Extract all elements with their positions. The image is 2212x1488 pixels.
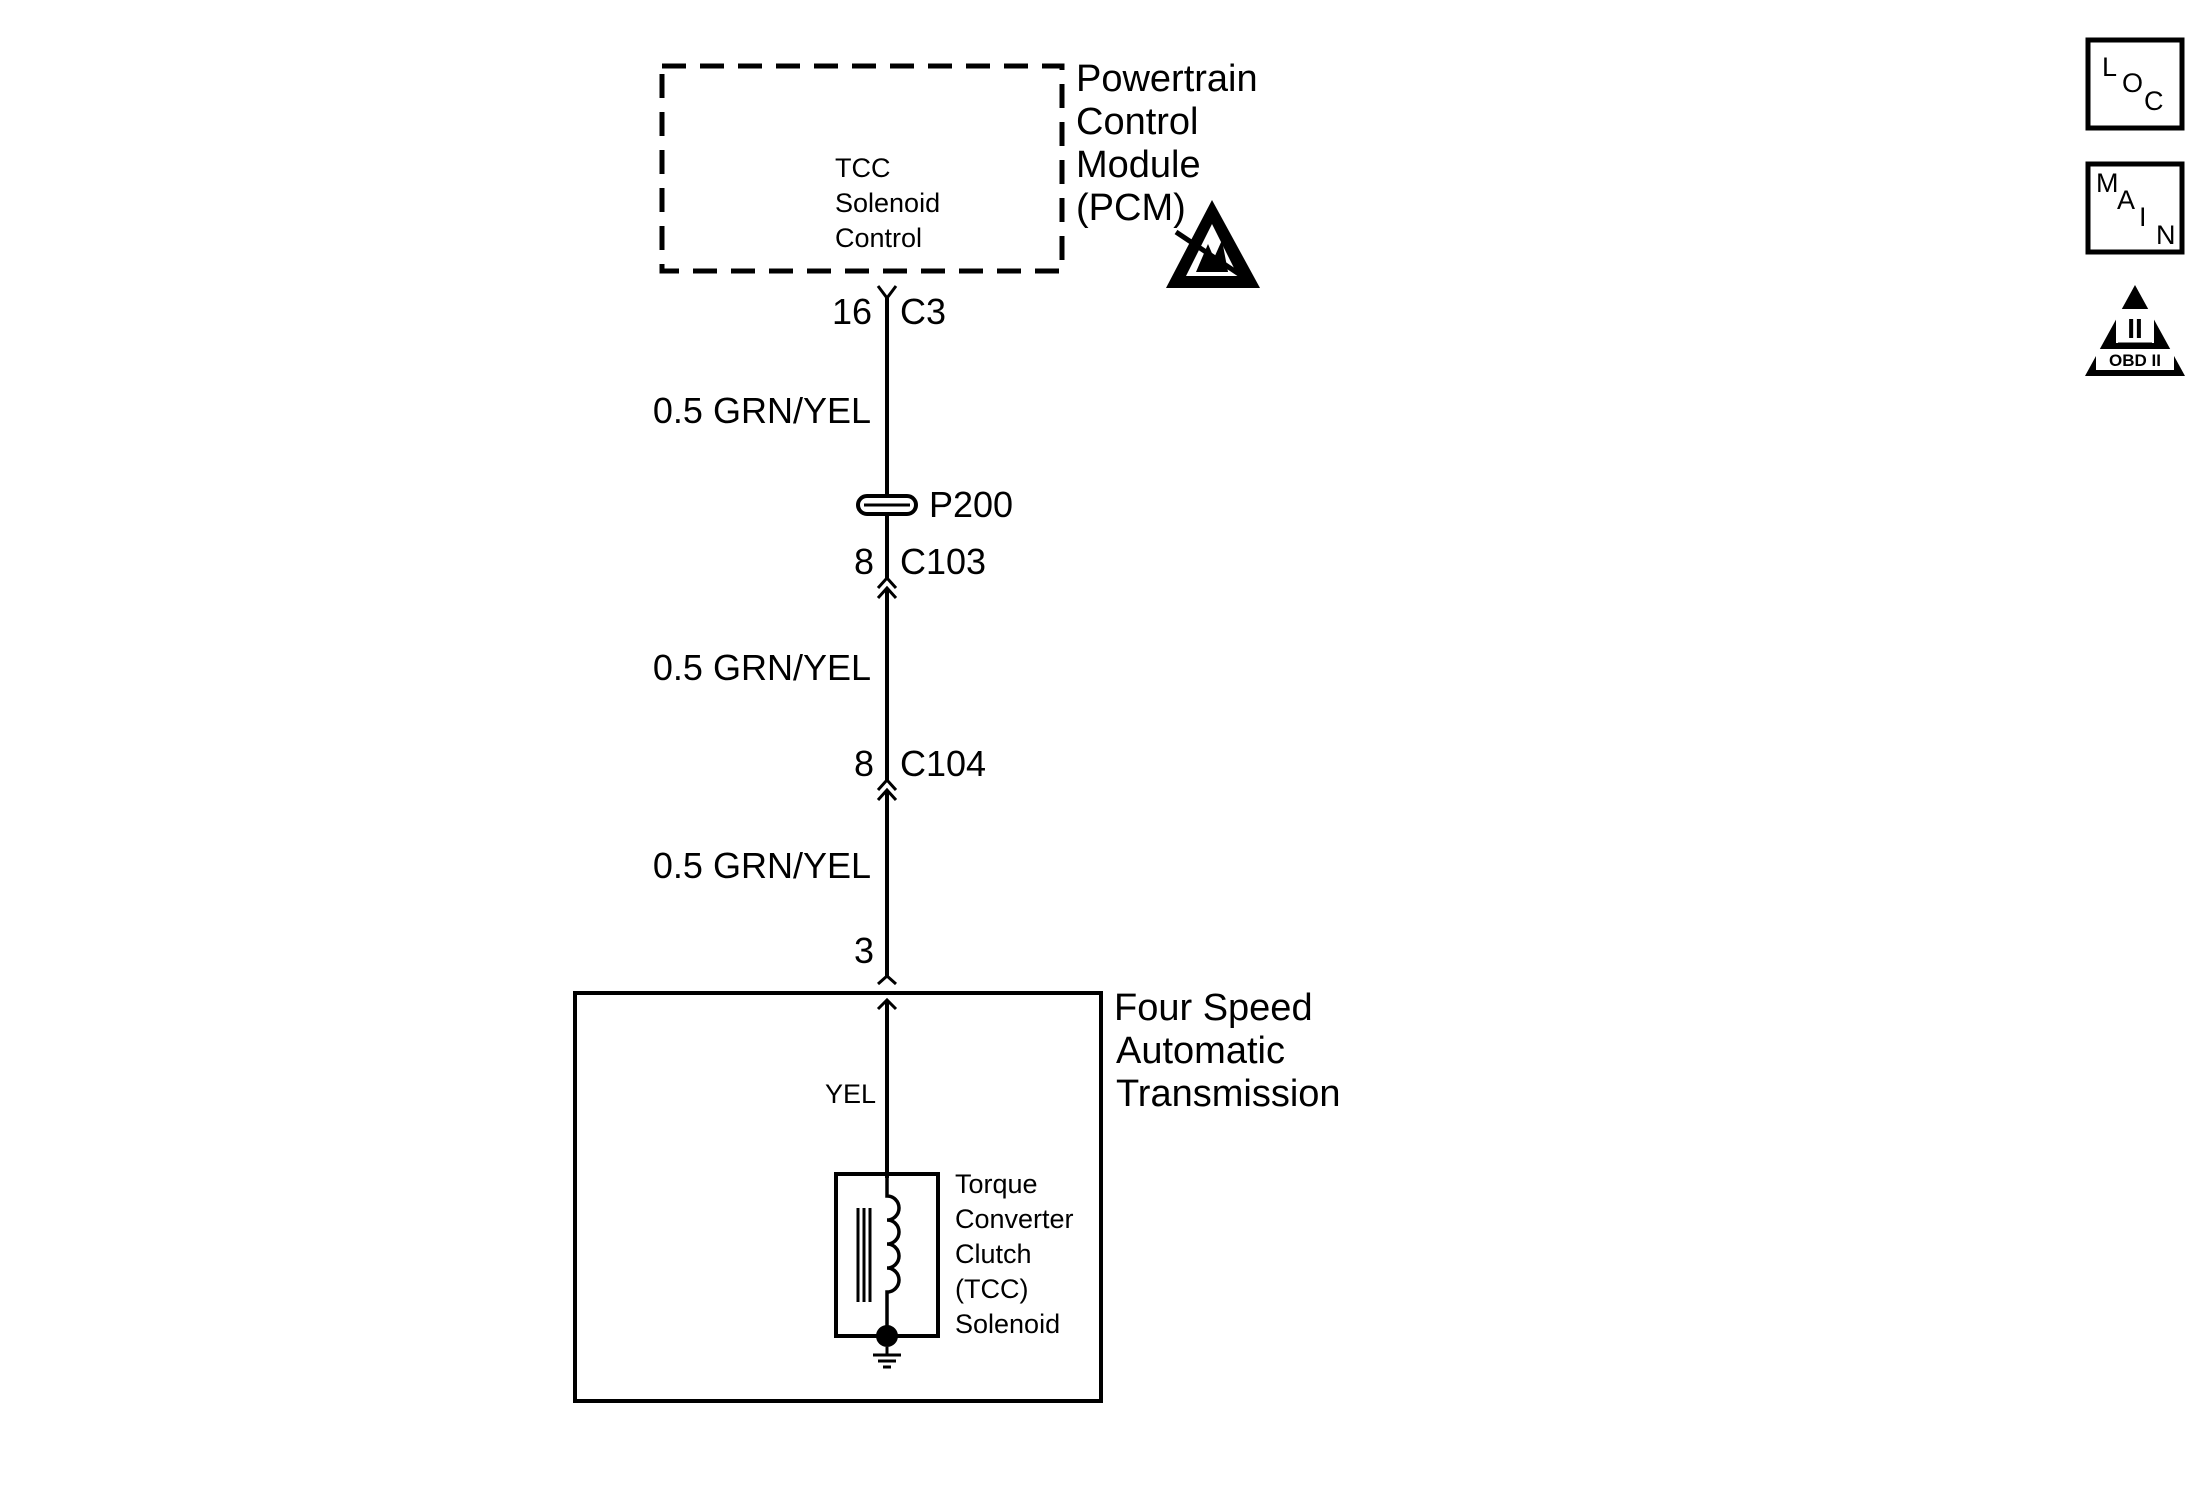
connector-trans-pin: 3 bbox=[854, 930, 897, 986]
wire-label-1: 0.5 GRN/YEL bbox=[653, 390, 871, 431]
loc-letter-o: O bbox=[2122, 68, 2143, 98]
solenoid-label-line-5: Solenoid bbox=[955, 1309, 1060, 1339]
tcc-solenoid: Torque Converter Clutch (TCC) Solenoid bbox=[834, 1169, 1074, 1369]
p200-label: P200 bbox=[929, 484, 1013, 525]
connector-c3: 16 C3 bbox=[832, 285, 946, 332]
trans-title-line-2: Automatic bbox=[1116, 1030, 1285, 1072]
main-letter-i: I bbox=[2139, 202, 2147, 232]
obd-label: OBD II bbox=[2109, 351, 2161, 370]
solenoid-label-line-1: Torque bbox=[955, 1169, 1038, 1199]
splice-p200: P200 bbox=[856, 484, 1013, 525]
main-letter-a: A bbox=[2117, 185, 2135, 215]
obd-roman-numeral: II bbox=[2127, 313, 2143, 344]
esd-sensitive-icon bbox=[1166, 200, 1260, 288]
pcm-module: TCC Solenoid Control Powertrain Control … bbox=[659, 58, 1260, 288]
c3-pin: 16 bbox=[832, 291, 872, 332]
loc-icon[interactable]: L O C bbox=[2085, 37, 2185, 131]
solenoid-label-line-4: (TCC) bbox=[955, 1274, 1028, 1304]
loc-letter-l: L bbox=[2102, 52, 2117, 82]
main-icon[interactable]: M A I N bbox=[2085, 161, 2185, 255]
trans-title-line-1: Four Speed bbox=[1114, 987, 1313, 1029]
connector-c103: 8 C103 bbox=[854, 541, 986, 600]
c103-pin: 8 bbox=[854, 541, 874, 582]
ground-icon bbox=[873, 1347, 901, 1369]
c104-name: C104 bbox=[900, 743, 986, 784]
c104-pin: 8 bbox=[854, 743, 874, 784]
wire-label-3: 0.5 GRN/YEL bbox=[653, 845, 871, 886]
pcm-internal-line-2: Solenoid bbox=[835, 188, 940, 218]
pcm-title-line-2: Control bbox=[1076, 101, 1199, 143]
solenoid-label-line-2: Converter bbox=[955, 1204, 1074, 1234]
connector-c104: 8 C104 bbox=[854, 743, 986, 802]
pcm-title-line-1: Powertrain bbox=[1076, 58, 1258, 100]
wire-label-2: 0.5 GRN/YEL bbox=[653, 647, 871, 688]
loc-letter-c: C bbox=[2144, 86, 2164, 116]
trans-title-line-3: Transmission bbox=[1116, 1073, 1341, 1115]
main-letter-n: N bbox=[2156, 220, 2176, 250]
main-letter-m: M bbox=[2096, 168, 2119, 198]
c3-name: C3 bbox=[900, 291, 946, 332]
c103-name: C103 bbox=[900, 541, 986, 582]
wire-label-internal: YEL bbox=[825, 1079, 876, 1109]
pcm-title-line-3: Module bbox=[1076, 144, 1201, 186]
transmission-box: Four Speed Automatic Transmission bbox=[573, 987, 1341, 1403]
solenoid-label-line-3: Clutch bbox=[955, 1239, 1032, 1269]
pcm-internal-line-3: Control bbox=[835, 223, 922, 253]
pcm-title-line-4: (PCM) bbox=[1076, 187, 1186, 229]
obd-ii-icon[interactable]: II OBD II bbox=[2085, 285, 2185, 376]
pcm-internal-line-1: TCC bbox=[835, 153, 891, 183]
pcm-dashed-box bbox=[659, 63, 1065, 274]
trans-pin-label: 3 bbox=[854, 930, 874, 971]
